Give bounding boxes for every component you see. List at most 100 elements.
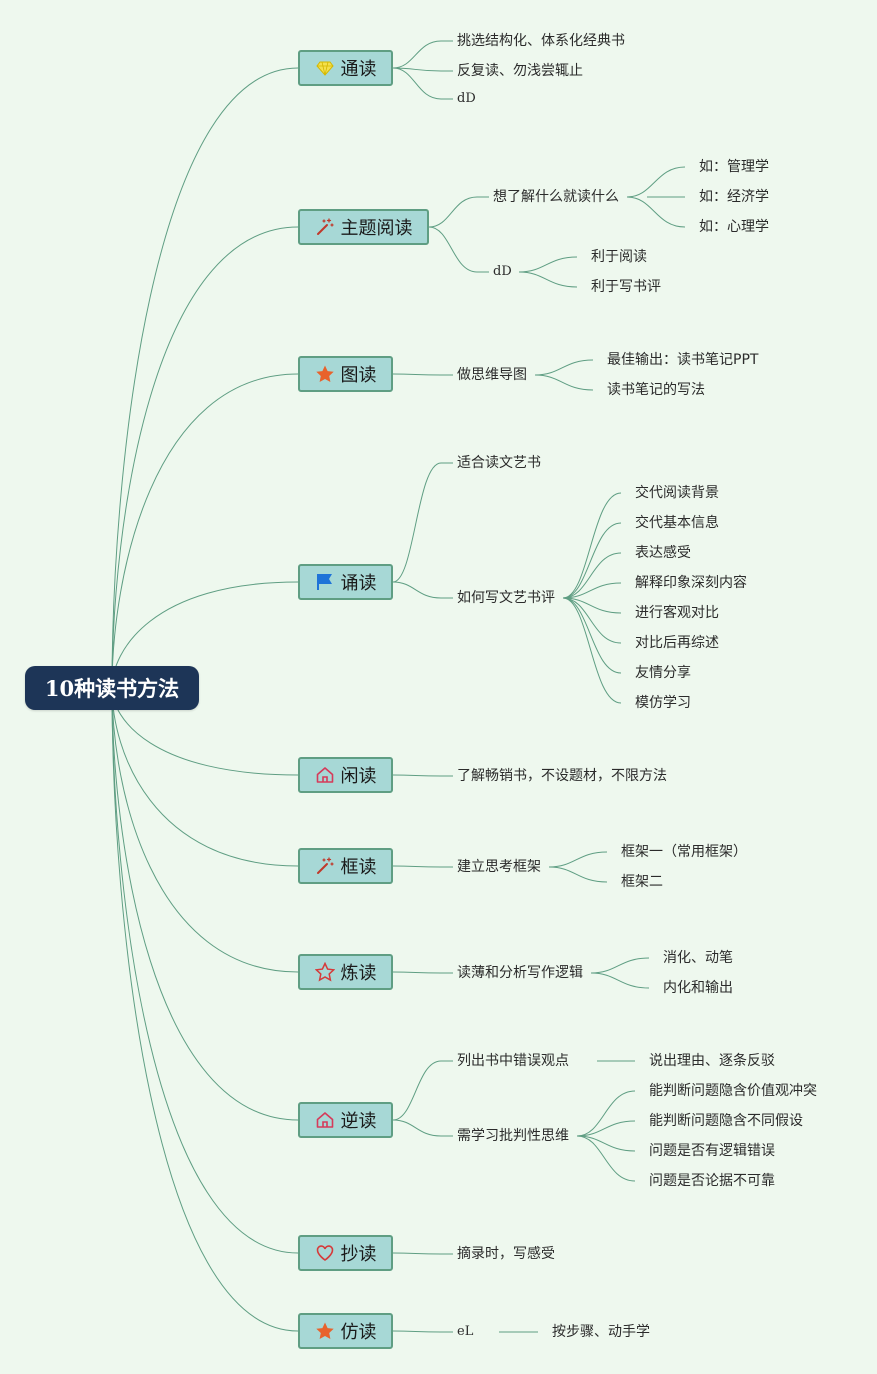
root-link — [111, 687, 299, 973]
subtopic-link — [576, 1120, 636, 1137]
flag-icon — [315, 572, 335, 592]
topic-2[interactable]: 主题阅读 — [298, 209, 429, 245]
leaf-topic[interactable]: 最佳输出：读书笔记PPT — [607, 352, 759, 368]
leaf-topic[interactable]: 能判断问题隐含不同假设 — [649, 1113, 803, 1129]
subtopic[interactable]: 想了解什么就读什么 — [493, 189, 619, 205]
topic-label: 图读 — [340, 365, 377, 386]
leaf-topic[interactable]: 框架一（常用框架） — [621, 844, 747, 860]
home-icon — [315, 1110, 335, 1130]
topic-link — [428, 226, 478, 273]
topic-label: 诵读 — [340, 573, 377, 594]
subtopic[interactable]: 做思维导图 — [457, 367, 527, 383]
subtopic-link — [562, 597, 622, 614]
root-link — [111, 687, 299, 867]
leaf-topic[interactable]: 利于写书评 — [591, 279, 661, 295]
leaf-topic[interactable]: 问题是否有逻辑错误 — [649, 1143, 775, 1159]
topic-link — [392, 1119, 442, 1137]
topic-link — [392, 40, 442, 69]
topic-link — [392, 1252, 442, 1255]
leaf-topic[interactable]: 读书笔记的写法 — [607, 382, 705, 398]
subtopic-link — [534, 359, 594, 376]
subtopic[interactable]: 建立思考框架 — [457, 859, 541, 875]
topic-label: 框读 — [340, 857, 377, 878]
topic-10[interactable]: 仿读 — [298, 1313, 393, 1349]
subtopic[interactable]: 需学习批判性思维 — [457, 1128, 569, 1144]
star-icon — [315, 364, 335, 384]
leaf-topic[interactable]: 说出理由、逐条反驳 — [649, 1053, 775, 1069]
leaf-topic[interactable]: 如：经济学 — [699, 189, 769, 205]
magic-wand-icon — [315, 217, 335, 237]
subtopic[interactable]: 适合读文艺书 — [457, 455, 541, 471]
leaf-topic[interactable]: 能判断问题隐含价值观冲突 — [649, 1083, 817, 1099]
subtopic-link — [576, 1090, 636, 1137]
root-topic[interactable]: 10种读书方法 — [25, 666, 199, 710]
subtopic[interactable]: 读薄和分析写作逻辑 — [457, 965, 583, 981]
leaf-topic[interactable]: 框架二 — [621, 874, 663, 890]
topic-5[interactable]: 闲读 — [298, 757, 393, 793]
subtopic-link — [590, 972, 650, 989]
root-link — [111, 687, 299, 1254]
topic-6[interactable]: 框读 — [298, 848, 393, 884]
subtopic-link — [534, 374, 594, 391]
topic-3[interactable]: 图读 — [298, 356, 393, 392]
leaf-topic[interactable]: 进行客观对比 — [635, 605, 719, 621]
topic-8[interactable]: 逆读 — [298, 1102, 393, 1138]
subtopic-link — [562, 597, 622, 644]
topic-label: 炼读 — [340, 963, 377, 984]
root-link — [111, 226, 299, 689]
topic-label: 主题阅读 — [340, 218, 413, 239]
leaf-topic[interactable]: 模仿学习 — [635, 695, 691, 711]
root-link — [111, 373, 299, 689]
subtopic[interactable]: 如何写文艺书评 — [457, 590, 555, 606]
topic-label: 通读 — [340, 59, 377, 80]
leaf-topic[interactable]: 解释印象深刻内容 — [635, 575, 747, 591]
topic-link — [392, 774, 442, 777]
root-link — [111, 687, 299, 1332]
leaf-topic[interactable]: 交代阅读背景 — [635, 485, 719, 501]
subtopic[interactable]: eL — [457, 1324, 474, 1339]
topic-link — [392, 581, 442, 599]
leaf-topic[interactable]: 表达感受 — [635, 545, 691, 561]
leaf-topic[interactable]: 如：管理学 — [699, 159, 769, 175]
topic-1[interactable]: 通读 — [298, 50, 393, 86]
topic-link — [392, 462, 442, 583]
subtopic[interactable]: dD — [493, 264, 512, 279]
subtopic-link — [626, 166, 686, 198]
subtopic-link — [590, 957, 650, 974]
leaf-topic[interactable]: 按步骤、动手学 — [552, 1324, 650, 1340]
home-icon — [315, 765, 335, 785]
topic-link — [428, 196, 478, 228]
topic-label: 仿读 — [340, 1322, 377, 1343]
subtopic[interactable]: 挑选结构化、体系化经典书 — [457, 33, 625, 49]
subtopic-link — [562, 492, 622, 599]
topic-link — [392, 1060, 442, 1121]
topic-link — [392, 865, 442, 868]
star-outline-icon — [314, 962, 335, 982]
leaf-topic[interactable]: 利于阅读 — [591, 249, 647, 265]
leaf-topic[interactable]: 如：心理学 — [699, 219, 769, 235]
leaf-topic[interactable]: 对比后再综述 — [635, 635, 719, 651]
subtopic[interactable]: 反复读、勿浅尝辄止 — [457, 63, 583, 79]
subtopic-link — [562, 582, 622, 599]
topic-7[interactable]: 炼读 — [298, 954, 393, 990]
subtopic-link — [562, 597, 622, 704]
heart-icon — [315, 1243, 335, 1263]
subtopic[interactable]: 列出书中错误观点 — [457, 1053, 569, 1069]
diamond-icon — [315, 58, 335, 78]
leaf-topic[interactable]: 内化和输出 — [663, 980, 733, 996]
leaf-topic[interactable]: 消化、动笔 — [663, 950, 733, 966]
topic-4[interactable]: 诵读 — [298, 564, 393, 600]
subtopic[interactable]: 摘录时，写感受 — [457, 1246, 555, 1262]
leaf-topic[interactable]: 交代基本信息 — [635, 515, 719, 531]
topic-label: 逆读 — [340, 1111, 377, 1132]
subtopic[interactable]: 了解畅销书，不设题材，不限方法 — [457, 768, 667, 784]
subtopic-link — [518, 256, 578, 273]
subtopic-link — [562, 597, 622, 674]
leaf-topic[interactable]: 问题是否论据不可靠 — [649, 1173, 775, 1189]
topic-9[interactable]: 抄读 — [298, 1235, 393, 1271]
subtopic[interactable]: dD — [457, 91, 476, 106]
topic-link — [392, 1330, 442, 1333]
subtopic-link — [562, 552, 622, 599]
leaf-topic[interactable]: 友情分享 — [635, 665, 691, 681]
subtopic-link — [562, 522, 622, 599]
